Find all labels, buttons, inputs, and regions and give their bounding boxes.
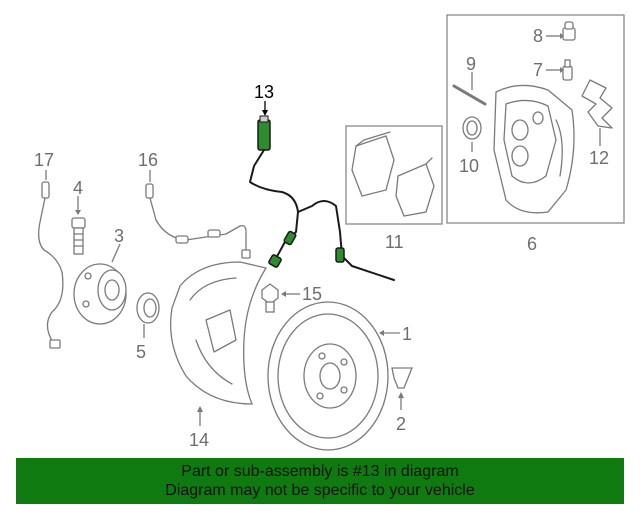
part-11-pads: [351, 131, 435, 217]
parts-diagram: 1 2 3 4 5 6 7 8 9 10 11 12 13 14 15 16 1…: [34, 14, 625, 451]
part-14-shield: [169, 261, 268, 426]
callout-13: 13: [254, 82, 274, 102]
callout-10: 10: [459, 156, 479, 176]
part-5-bearing: [136, 292, 160, 338]
part-13-wear-sensor: [249, 101, 395, 281]
banner-line-1: Part or sub-assembly is #13 in diagram: [181, 463, 459, 480]
callout-11: 11: [385, 232, 404, 252]
callout-1: 1: [402, 324, 412, 344]
part-15-bolt: [261, 283, 300, 313]
part-2-plug: [391, 367, 413, 410]
part-4-bolt: [71, 196, 86, 255]
callout-17: 17: [34, 150, 54, 170]
callout-16: 16: [138, 150, 158, 170]
part-12-clip: [581, 79, 613, 146]
callout-12: 12: [589, 148, 609, 168]
callout-6: 6: [527, 234, 537, 254]
callout-3: 3: [114, 226, 124, 246]
brake-pads-box: [345, 125, 443, 225]
part-7-bleeder: [546, 59, 573, 81]
callout-2: 2: [396, 414, 406, 434]
part-16-hose: [145, 170, 251, 259]
banner-line-2: Diagram may not be specific to your vehi…: [165, 482, 475, 499]
part-10-seal: [462, 116, 482, 152]
part-6-caliper: [493, 84, 575, 214]
part-3-hub: [73, 243, 127, 325]
part-8-cap: [546, 21, 576, 41]
callout-9: 9: [466, 54, 476, 74]
info-banner: Part or sub-assembly is #13 in diagram D…: [16, 458, 624, 504]
part-9-pin: [452, 72, 487, 106]
callout-5: 5: [136, 342, 146, 362]
part-1-rotor: [267, 301, 400, 451]
caliper-group-box: [446, 14, 625, 224]
callout-14: 14: [189, 430, 209, 450]
callout-4: 4: [73, 178, 83, 198]
callout-8: 8: [533, 26, 543, 46]
part-17-abs-sensor: [38, 170, 64, 349]
callout-7: 7: [533, 60, 543, 80]
callout-15: 15: [302, 284, 322, 304]
